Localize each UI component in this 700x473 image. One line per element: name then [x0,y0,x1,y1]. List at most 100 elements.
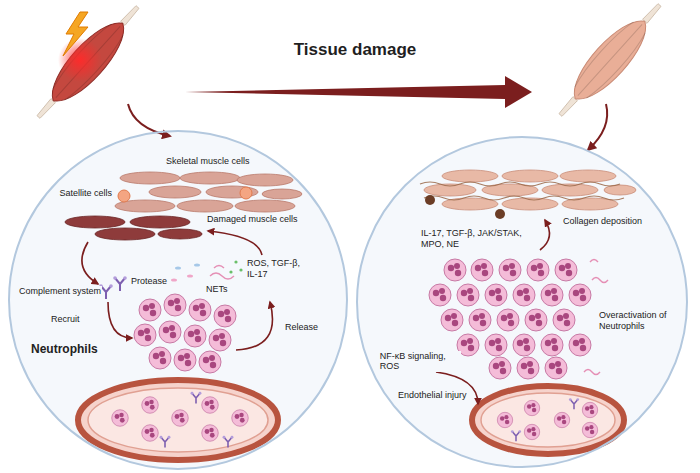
ros-dots [234,260,237,263]
flow-arrow [82,231,273,350]
callout-label: NF-κB signaling, ROS [379,351,461,373]
blood-vessel [160,436,171,448]
net-strands [210,266,234,280]
fibrotic-muscle [560,170,616,182]
fibrotic-muscle [424,170,636,210]
muscle-cells [149,186,201,198]
muscle-cells [120,172,180,184]
collagen-cells [425,195,505,219]
blood-vessel [112,410,129,427]
neutrophil-cluster [497,309,519,331]
neutrophil-cluster [555,259,577,281]
neutrophil-cluster [441,309,463,331]
protease-particles [187,274,193,277]
blood-vessel [202,397,219,414]
neutrophil-cluster [457,284,479,306]
transition-arrow [185,76,532,108]
neutrophil-cluster [214,305,236,327]
inset-outline [356,136,688,468]
inset-outline [8,130,348,470]
blood-vessel [582,422,597,437]
neutrophil-cluster [513,334,535,356]
neutrophil-cluster [569,284,591,306]
callout-label: Protease [130,276,168,287]
blood-vessel [497,412,512,427]
blood-vessel [232,410,249,427]
neutrophil-cluster [517,357,539,379]
blood-vessel [142,425,159,442]
neutrophil-cluster [525,309,547,331]
neutrophil-cluster [134,324,156,346]
neutrophil-cluster [485,334,507,356]
healthy-muscle [26,0,150,128]
neutrophil-cluster [199,351,221,373]
complement-icon [113,276,127,291]
muscle-cells [115,172,302,212]
protease-particles [175,266,181,269]
callout-label: Neutrophils [30,342,99,356]
inset-circle: Skeletal muscle cellsSatellite cellsDama… [8,130,348,470]
neutrophil-cluster [553,309,575,331]
neutrophil-cluster [513,284,535,306]
callout-label: Skeletal muscle cells [165,156,251,167]
collagen-fibers [420,182,624,200]
satellite-cells [240,187,252,199]
net-fragments [590,260,598,263]
satellite-cells [118,190,130,202]
damaged-cells [130,216,190,228]
muscle-cells [237,174,293,186]
callout-label: Damaged muscle cells [206,214,299,225]
muscle-cells [262,189,302,199]
blood-vessel [554,412,569,427]
muscle-cells [206,186,258,198]
callout-label: IL-17, TGF-β, JAK/STAK, MPO, NE [420,228,534,250]
damaged-cells [158,229,202,239]
protease-particles [171,278,177,281]
neutrophil-cluster [469,309,491,331]
ros-dots [229,270,232,273]
blood-vessel [88,388,268,452]
fibrotic-muscle [502,170,558,182]
inset-ground [357,137,687,467]
neutrophil-cluster [174,349,196,371]
muscle-cells [180,172,240,184]
neutrophil-cluster [489,357,511,379]
fibrotic-muscle [442,170,498,182]
protease-particles [194,263,200,266]
blood-vessel [524,400,539,415]
injury-glow [58,38,102,82]
collagen-cells [425,195,435,205]
neutrophil-cluster [527,259,549,281]
protease-particles [171,263,200,281]
callout-label: Collagen deposition [562,216,643,227]
blood-vessel [511,430,521,441]
inset-border [9,131,347,469]
inset-border [357,137,687,467]
blood-vessel [481,393,615,447]
neutrophil-cluster [189,299,211,321]
neutrophil-cluster [471,259,493,281]
healthy-muscle [26,0,150,128]
zoom-arrow [588,104,607,150]
neutrophil-cluster [184,325,206,347]
flow-arrow [208,231,262,255]
neutrophil-cluster [164,294,186,316]
damaged-muscle [548,0,672,126]
arrow-label: Tissue damage [294,40,417,60]
inset-ground [9,131,347,469]
flow-arrow [540,220,549,250]
neutrophil-cluster [569,334,591,356]
blood-vessel [78,380,278,460]
neutrophil-cluster [541,334,563,356]
net-fragments [592,278,608,283]
flow-arrow [82,242,98,284]
callout-label: Release [284,322,319,333]
neutrophil-cluster [139,299,161,321]
neutrophil-cluster [545,357,567,379]
neutrophil-cluster [209,329,231,351]
blood-vessel [142,397,159,414]
collagen-cells [495,209,505,219]
neutrophil-cluster [541,284,563,306]
ros-dots [239,268,242,271]
